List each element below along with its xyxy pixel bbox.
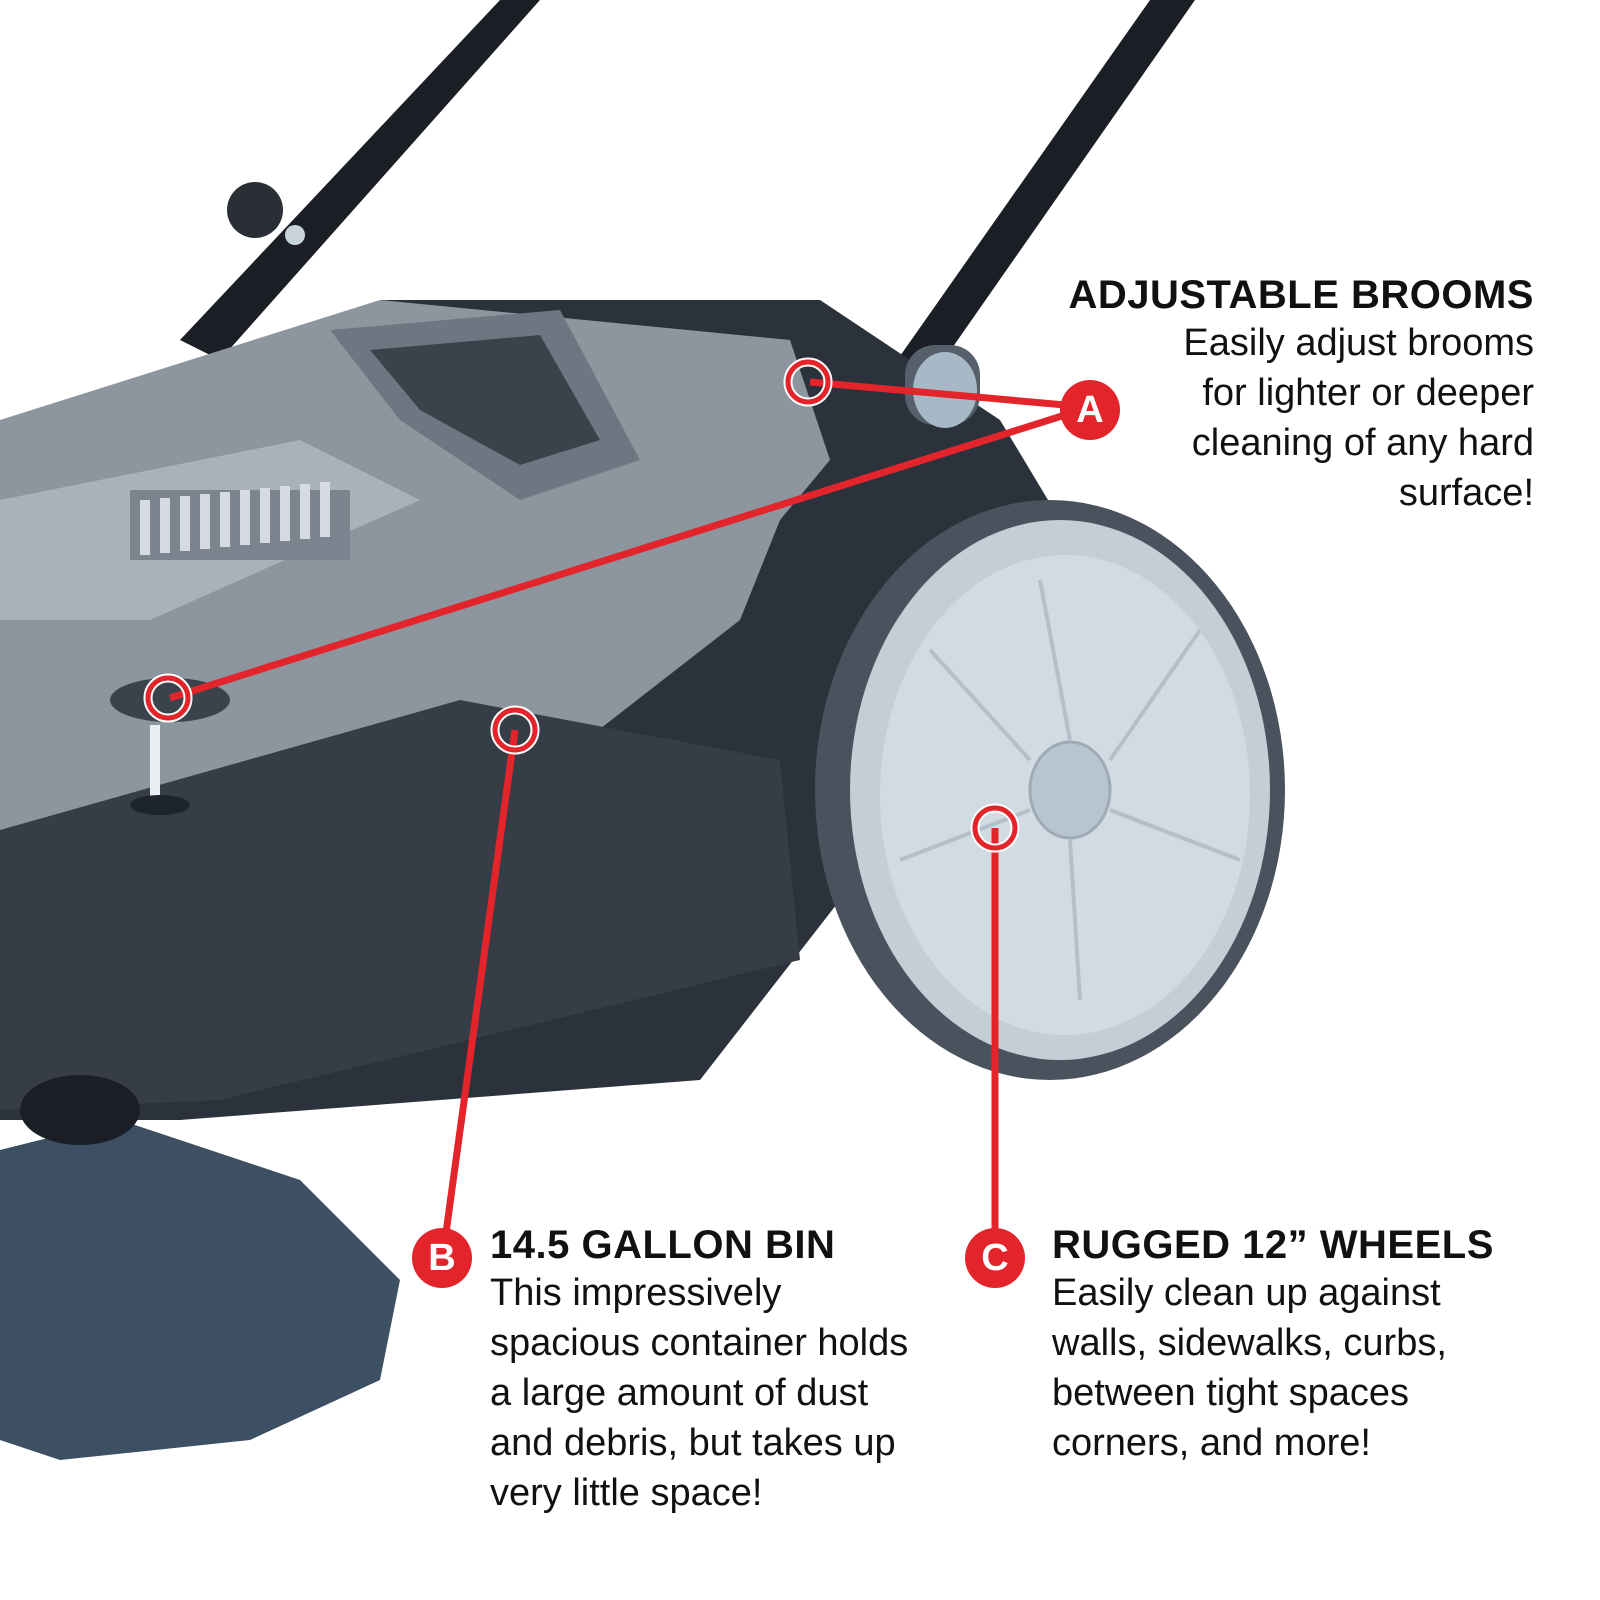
wheel-icon xyxy=(815,500,1285,1080)
callout-body: Easily clean up against walls, sidewalks… xyxy=(1052,1268,1572,1468)
body-line: This impressively xyxy=(490,1272,782,1314)
side-brush xyxy=(0,1075,400,1460)
callout-title: ADJUSTABLE BROOMS xyxy=(1068,273,1534,317)
callout-title: 14.5 GALLON BIN xyxy=(490,1223,836,1267)
body-line: and debris, but takes up xyxy=(490,1422,896,1464)
badge-c: C xyxy=(965,1228,1025,1288)
body-line: a large amount of dust xyxy=(490,1372,869,1414)
body-line: cleaning of any hard xyxy=(1191,422,1534,464)
callout-rugged-wheels: RUGGED 12” WHEELS Easily clean up agains… xyxy=(1052,1222,1572,1468)
body-line: corners, and more! xyxy=(1052,1422,1371,1464)
callout-leaders xyxy=(168,378,1067,1241)
body-line: very little space! xyxy=(490,1472,763,1514)
badge-a: A xyxy=(1060,380,1120,440)
body-line: walls, sidewalks, curbs, xyxy=(1052,1322,1447,1364)
callout-gallon-bin: 14.5 GALLON BIN This impressively spacio… xyxy=(490,1222,970,1518)
upper-adjust-knob xyxy=(905,345,980,428)
callout-body: This impressively spacious container hol… xyxy=(490,1268,970,1518)
body-line: between tight spaces xyxy=(1052,1372,1410,1414)
body-line: surface! xyxy=(1398,472,1534,514)
body-line: Easily adjust brooms xyxy=(1183,322,1534,364)
bin-front-panel xyxy=(0,700,800,1110)
body-line: Easily clean up against xyxy=(1052,1272,1441,1314)
callout-title: RUGGED 12” WHEELS xyxy=(1052,1223,1494,1267)
vent-grille xyxy=(0,440,420,620)
callout-adjustable-brooms: ADJUSTABLE BROOMS Easily adjust brooms f… xyxy=(1014,272,1534,518)
body-line: spacious container holds xyxy=(490,1322,909,1364)
body-line: for lighter or deeper xyxy=(1202,372,1534,414)
callout-body: Easily adjust brooms for lighter or deep… xyxy=(1014,318,1534,518)
badge-b: B xyxy=(412,1228,472,1288)
